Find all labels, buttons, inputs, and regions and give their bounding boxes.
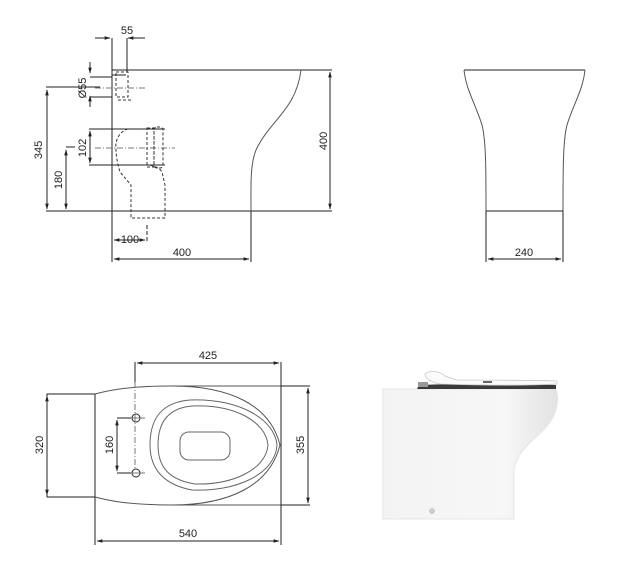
dim-overall-width: 355	[295, 436, 307, 454]
dim-overall-height: 400	[318, 132, 330, 150]
dim-inlet-height: 345	[33, 141, 45, 159]
dim-cistern-width: 320	[34, 436, 46, 454]
dim-floor-offset: 100	[121, 234, 139, 246]
dim-inlet-diameter: Ø55	[77, 78, 89, 99]
dim-base-width: 240	[515, 247, 533, 259]
dim-overall-length: 540	[179, 528, 197, 540]
dim-fixing-centres: 160	[104, 436, 116, 454]
dim-outlet-width: 55	[121, 25, 133, 37]
side-view	[45, 36, 332, 262]
dim-base-depth: 400	[173, 247, 191, 259]
dim-outlet-height: 180	[53, 171, 65, 189]
front-view	[463, 69, 586, 262]
dim-connector-diameter: 102	[77, 139, 89, 157]
dim-bowl-length: 425	[199, 350, 217, 362]
product-photo	[382, 371, 559, 520]
side-view-labels: 55 Ø55 345 102 180 100 400 400	[33, 25, 330, 259]
plan-view-labels: 425 320 160 355 540	[34, 350, 307, 540]
plan-view	[45, 361, 310, 545]
